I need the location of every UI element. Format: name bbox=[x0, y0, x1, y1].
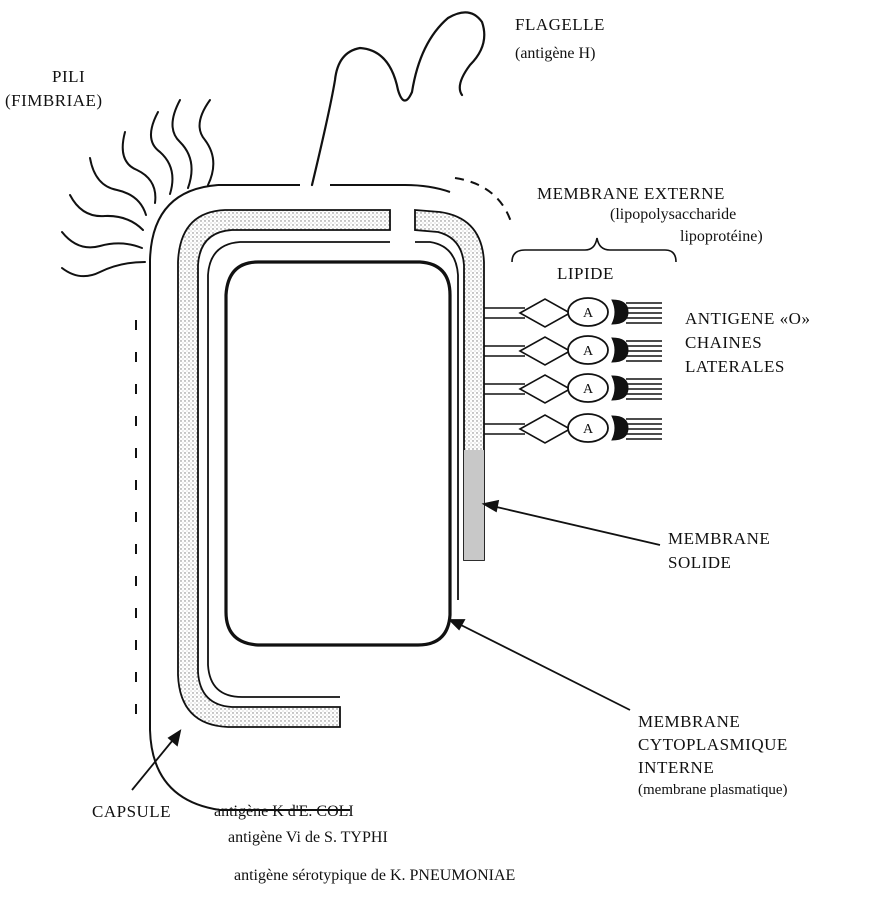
lipid-diamond bbox=[520, 337, 570, 365]
lipid-a-letter: A bbox=[583, 344, 594, 359]
flagellum bbox=[312, 12, 484, 185]
cyto-label-2: CYTOPLASMIQUE bbox=[638, 736, 788, 753]
o-side-chains bbox=[626, 303, 662, 323]
lipide-label: LIPIDE bbox=[557, 265, 614, 282]
membrane-solide-label-1: MEMBRANE bbox=[668, 530, 770, 547]
antigene-o-label: ANTIGENE «O» bbox=[685, 310, 810, 327]
outer-membrane-lower-stipple bbox=[464, 450, 484, 560]
cyto-label-3: INTERNE bbox=[638, 759, 714, 776]
lipid-diamond bbox=[520, 415, 570, 443]
membrane-solide-label-2: SOLIDE bbox=[668, 554, 731, 571]
capsule-antigen-2: antigène Vi de S. TYPHI bbox=[228, 830, 388, 846]
lps-unit: A bbox=[484, 414, 662, 443]
membrane-externe-bracket bbox=[512, 238, 676, 262]
capsule-antigen-3: antigène sérotypique de K. PNEUMONIAE bbox=[234, 868, 515, 884]
lps-units: A A A A bbox=[484, 298, 662, 443]
o-side-chains bbox=[626, 379, 662, 399]
laterales-label: LATERALES bbox=[685, 358, 785, 375]
cytoplasmic-membrane bbox=[226, 262, 450, 645]
o-side-chains bbox=[626, 419, 662, 439]
core-oligosaccharide bbox=[612, 300, 628, 324]
o-side-chains bbox=[626, 341, 662, 361]
capsule-label: CAPSULE bbox=[92, 803, 171, 820]
core-oligosaccharide bbox=[612, 338, 628, 362]
core-oligosaccharide bbox=[612, 416, 628, 440]
capsule-antigen-1: antigène K d'E. COLI bbox=[214, 804, 354, 820]
membrane-externe-sub1: (lipopolysaccharide bbox=[610, 207, 736, 223]
lipid-diamond bbox=[520, 375, 570, 403]
cyto-label-4: (membrane plasmatique) bbox=[638, 783, 788, 798]
capsule-outline bbox=[218, 185, 450, 192]
capsule-dashed-edge bbox=[455, 178, 512, 225]
pili-label: PILI bbox=[52, 68, 85, 85]
lipid-a-letter: A bbox=[583, 422, 594, 437]
lipid-diamond bbox=[520, 299, 570, 327]
pili-sublabel: (FIMBRIAE) bbox=[5, 92, 103, 109]
cyto-label-1: MEMBRANE bbox=[638, 713, 740, 730]
flagelle-sublabel: (antigène H) bbox=[515, 46, 595, 62]
chaines-label: CHAINES bbox=[685, 334, 762, 351]
lps-unit: A bbox=[484, 336, 662, 365]
lps-unit: A bbox=[484, 298, 662, 327]
lipid-a-letter: A bbox=[583, 306, 594, 321]
membrane-externe-sub2: lipoprotéine) bbox=[680, 229, 763, 245]
core-oligosaccharide bbox=[612, 376, 628, 400]
flagelle-label: FLAGELLE bbox=[515, 16, 605, 33]
lps-unit: A bbox=[484, 374, 662, 403]
lipid-a-letter: A bbox=[583, 382, 594, 397]
membrane-externe-label: MEMBRANE EXTERNE bbox=[537, 185, 725, 202]
